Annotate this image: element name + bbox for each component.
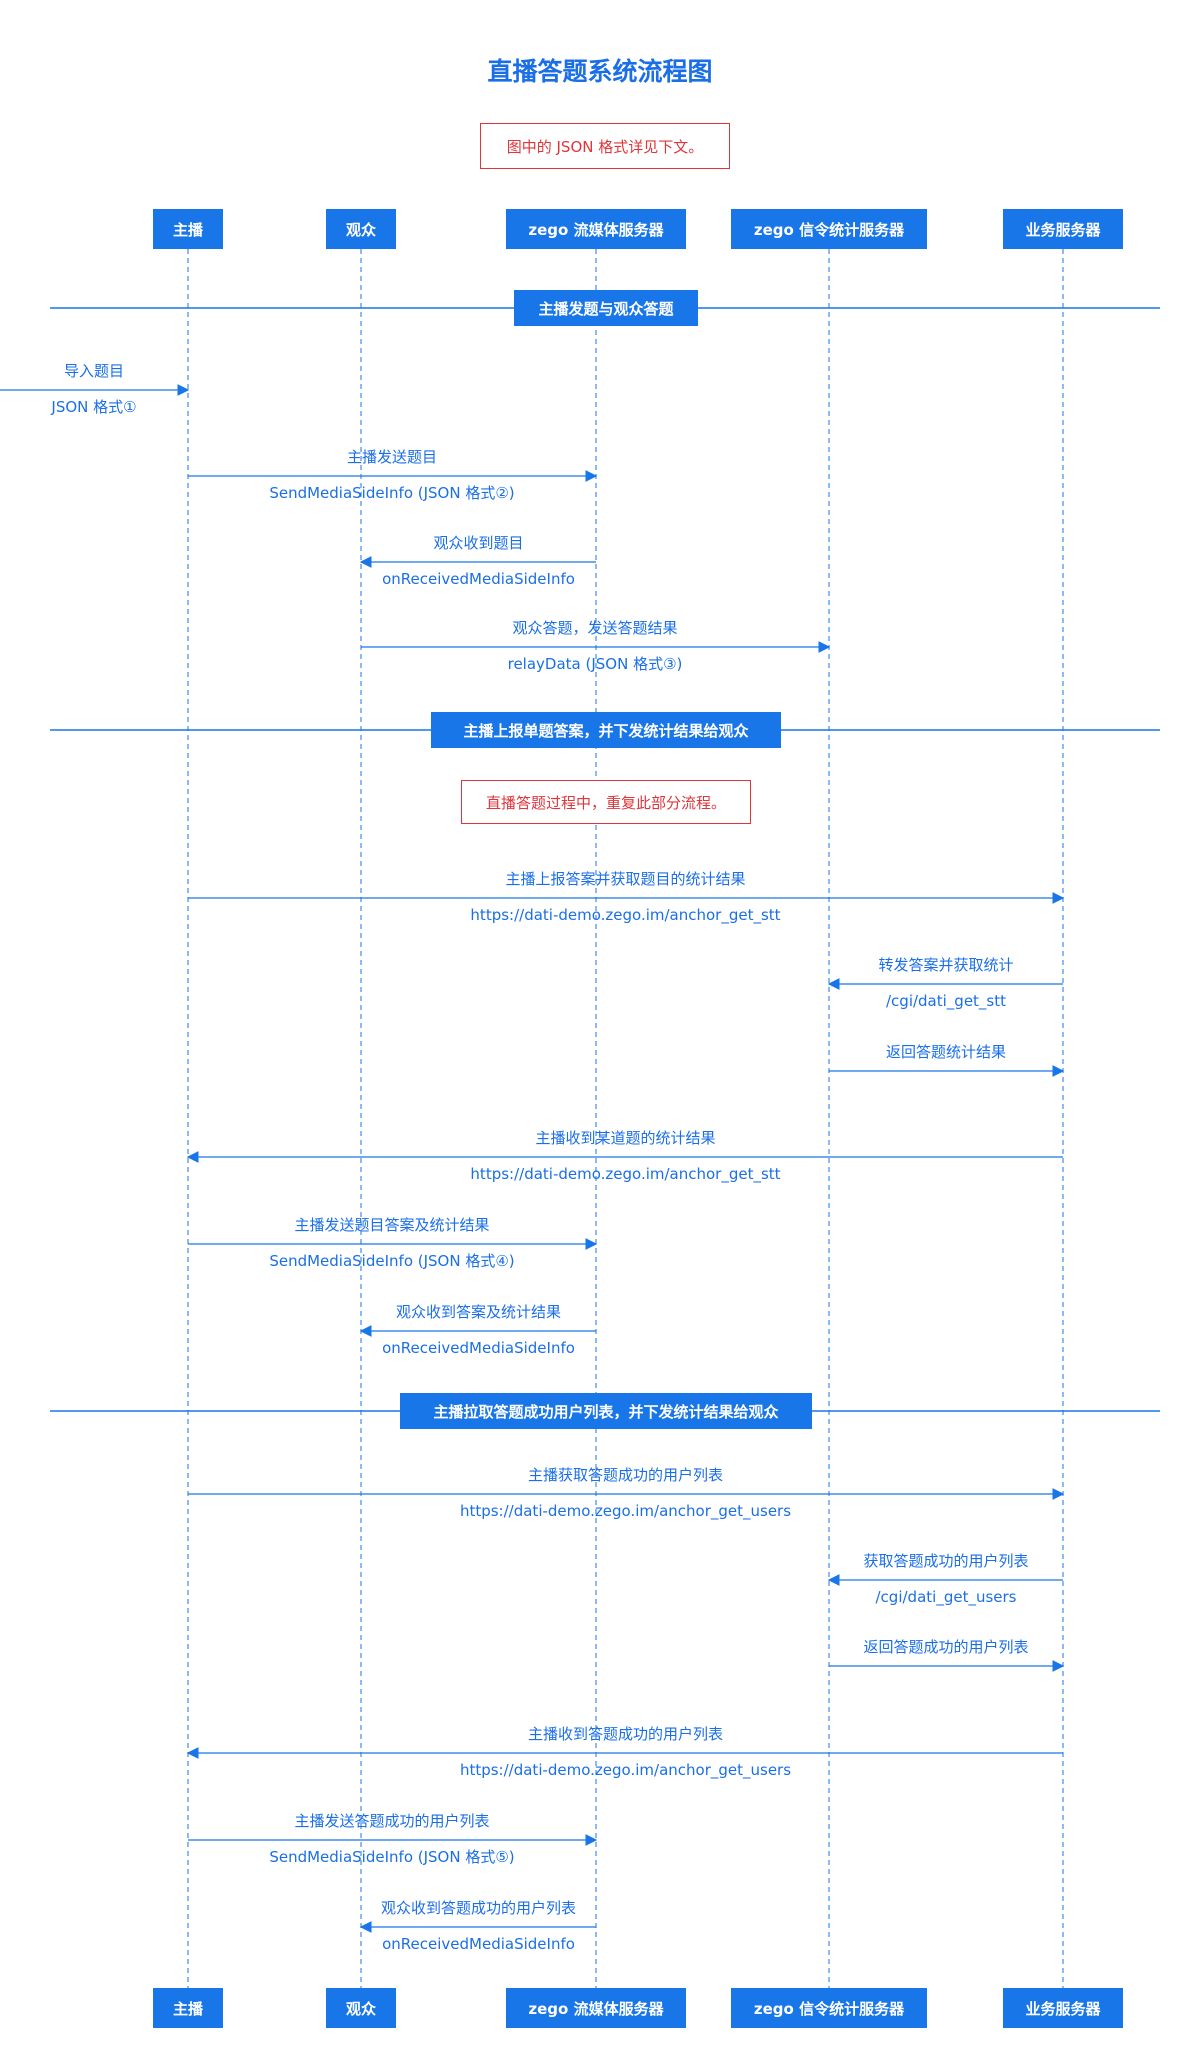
message-sublabel: https://dati-demo.zego.im/anchor_get_stt	[470, 906, 781, 924]
note-top: 图中的 JSON 格式详见下文。	[480, 123, 730, 169]
actor-business-server-top: 业务服务器	[1003, 209, 1123, 249]
actor-anchor-bottom: 主播	[153, 1988, 223, 2028]
message-label: 主播收到某道题的统计结果	[535, 1129, 716, 1147]
message-sublabel: SendMediaSideInfo (JSON 格式②)	[269, 484, 515, 502]
message-label: 观众答题，发送答题结果	[512, 619, 678, 637]
message-sublabel: https://dati-demo.zego.im/anchor_get_use…	[459, 1502, 792, 1520]
note-repeat: 直播答题过程中，重复此部分流程。	[461, 780, 751, 824]
message-label: 主播获取答题成功的用户列表	[527, 1466, 724, 1484]
message-label: 主播发送题目答案及统计结果	[294, 1216, 490, 1234]
page-title: 直播答题系统流程图	[487, 57, 713, 86]
actor-zego-signal-server-bottom: zego 信令统计服务器	[731, 1988, 927, 2028]
actor-zego-media-server-bottom: zego 流媒体服务器	[506, 1988, 686, 2028]
message-label: 返回答题成功的用户列表	[863, 1638, 1029, 1656]
message-label: 返回答题统计结果	[885, 1043, 1007, 1061]
message-label: 观众收到答题成功的用户列表	[380, 1899, 577, 1917]
message-sublabel: /cgi/dati_get_stt	[885, 992, 1007, 1010]
message-sublabel: https://dati-demo.zego.im/anchor_get_stt	[470, 1165, 781, 1183]
actor-anchor-top: 主播	[153, 209, 223, 249]
message-sublabel: onReceivedMediaSideInfo	[382, 1339, 575, 1357]
actor-zego-media-server-top: zego 流媒体服务器	[506, 209, 686, 249]
message-label: 获取答题成功的用户列表	[863, 1552, 1029, 1570]
message-label: 转发答案并获取统计	[878, 956, 1014, 974]
message-label: 导入题目	[63, 362, 125, 380]
message-sublabel: relayData (JSON 格式③)	[507, 655, 683, 673]
message-sublabel: JSON 格式①	[51, 398, 137, 416]
section-label: 主播发题与观众答题	[514, 290, 698, 326]
message-sublabel: https://dati-demo.zego.im/anchor_get_use…	[459, 1761, 792, 1779]
message-sublabel: SendMediaSideInfo (JSON 格式④)	[269, 1252, 515, 1270]
actor-business-server-bottom: 业务服务器	[1003, 1988, 1123, 2028]
section-label: 主播上报单题答案，并下发统计结果给观众	[431, 712, 781, 748]
message-sublabel: /cgi/dati_get_users	[875, 1588, 1017, 1606]
message-label: 主播发送答题成功的用户列表	[294, 1812, 490, 1830]
actor-audience-top: 观众	[326, 209, 396, 249]
actor-audience-bottom: 观众	[326, 1988, 396, 2028]
message-label: 观众收到题目	[433, 534, 524, 552]
message-sublabel: onReceivedMediaSideInfo	[382, 570, 575, 588]
message-label: 主播上报答案并获取题目的统计结果	[505, 870, 746, 888]
message-label: 观众收到答案及统计结果	[395, 1303, 562, 1321]
message-label: 主播收到答题成功的用户列表	[527, 1725, 724, 1743]
message-sublabel: onReceivedMediaSideInfo	[382, 1935, 575, 1953]
message-sublabel: SendMediaSideInfo (JSON 格式⑤)	[269, 1848, 515, 1866]
message-label: 主播发送题目	[346, 448, 438, 466]
section-label: 主播拉取答题成功用户列表，并下发统计结果给观众	[400, 1393, 812, 1429]
actor-zego-signal-server-top: zego 信令统计服务器	[731, 209, 927, 249]
